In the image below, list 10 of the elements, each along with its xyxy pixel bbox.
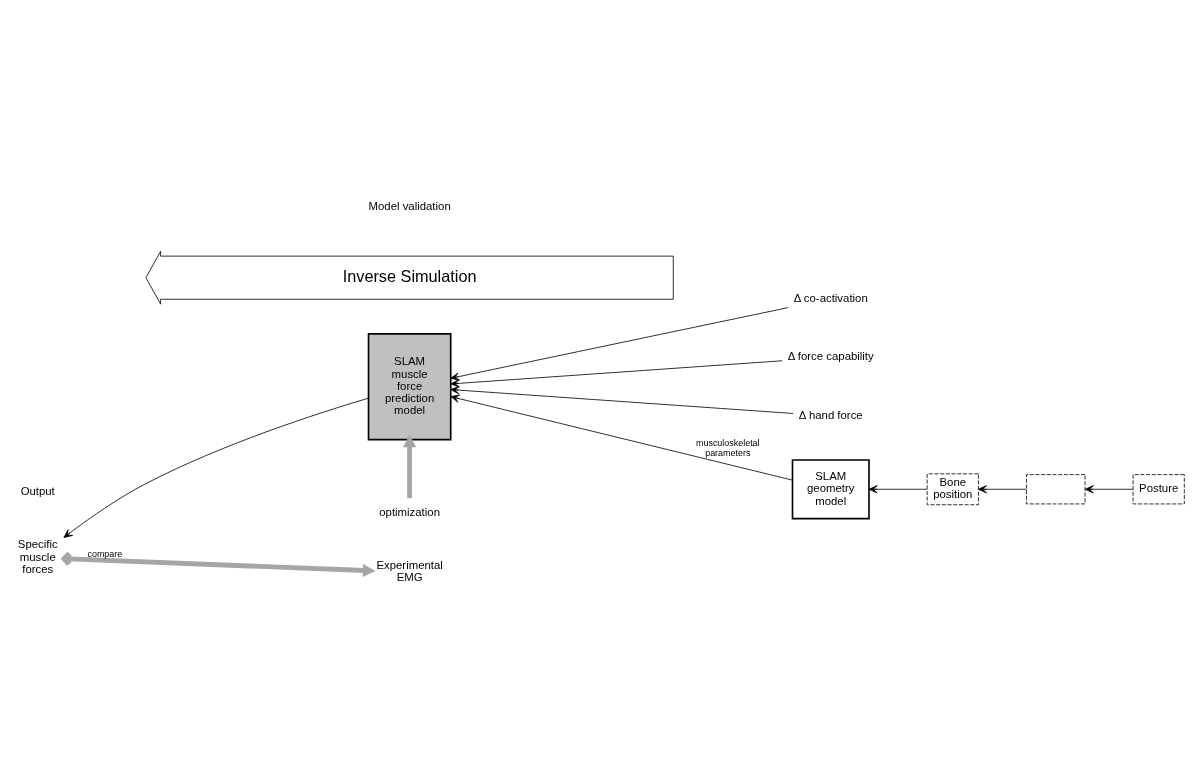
node-text: Δ force capability xyxy=(787,349,874,362)
node-text: Experimental EMG xyxy=(376,558,443,583)
node-text: Δ hand force xyxy=(798,408,863,421)
node-text: Specific muscle forces xyxy=(17,537,58,575)
node-text: Δ co-activation xyxy=(793,291,868,304)
edge-label: compare xyxy=(87,548,123,559)
node-text: optimization xyxy=(379,505,440,518)
label: Model validation xyxy=(368,199,451,212)
edge-label: musculoskeletal parameters xyxy=(696,437,760,458)
label: Output xyxy=(20,484,55,497)
